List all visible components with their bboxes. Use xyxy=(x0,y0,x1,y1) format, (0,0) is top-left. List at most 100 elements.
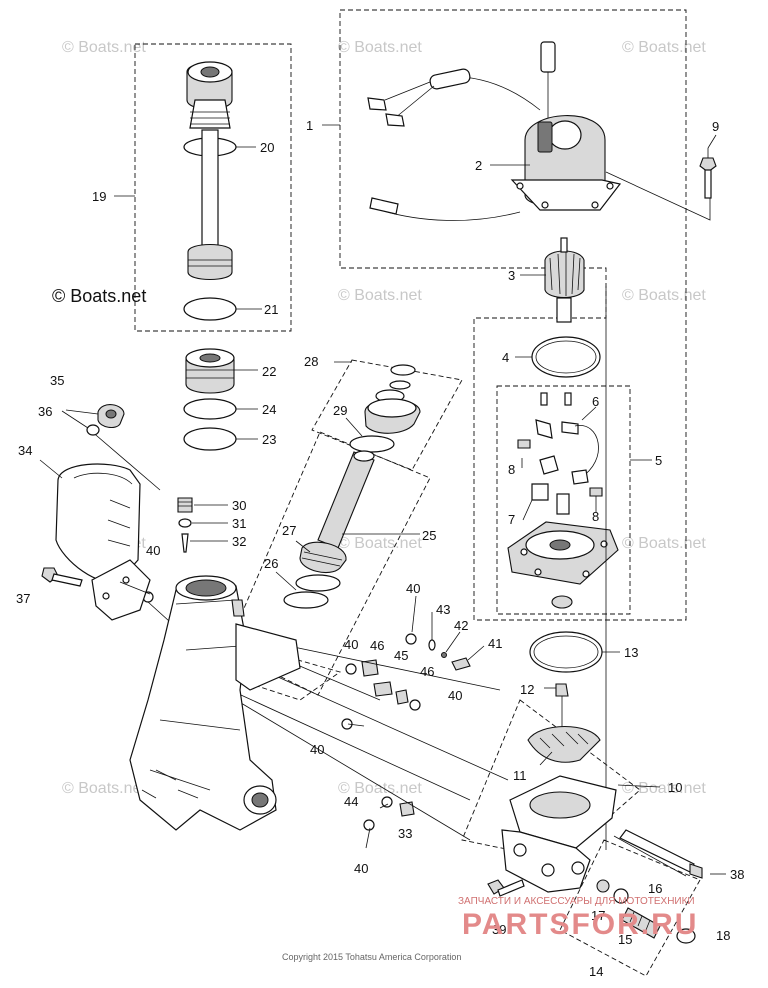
o-ring-27 xyxy=(295,574,341,592)
callout-32: 32 xyxy=(232,534,246,549)
callout-6: 6 xyxy=(592,394,599,409)
group-box-brush xyxy=(496,385,631,615)
o-ring-24 xyxy=(183,398,237,420)
callout-20: 20 xyxy=(260,140,274,155)
callout-12: 12 xyxy=(520,682,534,697)
leader-lines xyxy=(39,124,726,875)
callout-37: 37 xyxy=(16,591,30,606)
callout-40: 40 xyxy=(344,637,358,652)
callout-40: 40 xyxy=(354,861,368,876)
callout-29: 29 xyxy=(333,403,347,418)
o-ring-26 xyxy=(283,591,329,609)
plug-41 xyxy=(451,657,471,671)
group-box-28 xyxy=(311,359,463,471)
ram-rod xyxy=(201,129,219,251)
callout-33: 33 xyxy=(398,826,412,841)
o-ring-23 xyxy=(183,427,237,451)
callout-43: 43 xyxy=(436,602,450,617)
callout-27: 27 xyxy=(282,523,296,538)
ram-piston xyxy=(187,243,233,281)
callout-28: 28 xyxy=(304,354,318,369)
callout-18: 18 xyxy=(716,928,730,943)
watermark: © Boats.net xyxy=(338,39,422,56)
callout-23: 23 xyxy=(262,432,276,447)
callout-40: 40 xyxy=(146,543,160,558)
callout-42: 42 xyxy=(454,618,468,633)
group-box-ram xyxy=(134,43,292,332)
brand-name: PARTSFOR.RU xyxy=(462,908,698,941)
watermark: © Boats.net xyxy=(622,287,706,304)
callout-46: 46 xyxy=(370,638,384,653)
callout-36: 36 xyxy=(38,404,52,419)
callout-38: 38 xyxy=(730,867,744,882)
bolt-38 xyxy=(619,829,695,873)
ram-assembly xyxy=(177,61,237,553)
callout-40: 40 xyxy=(448,688,462,703)
callout-39: 39 xyxy=(492,922,506,937)
spring-30 xyxy=(177,497,193,513)
valve-assemblies xyxy=(283,364,421,609)
motor-flange xyxy=(510,179,622,211)
o-ring-21 xyxy=(183,297,237,321)
brand-logo: ЗАПЧАСТИ И АКСЕССУАРЫ ДЛЯ МОТОТЕХНИКИ PA… xyxy=(458,896,698,941)
callout-45: 45 xyxy=(394,648,408,663)
bolt-9 xyxy=(699,157,717,173)
piston-45 xyxy=(373,681,393,697)
callout-46: 46 xyxy=(420,664,434,679)
plug-33 xyxy=(399,801,415,817)
watermark-group: © Boats.net © Boats.net © Boats.net © Bo… xyxy=(52,39,706,797)
callout-5: 5 xyxy=(655,453,662,468)
watermark: © Boats.net xyxy=(338,287,422,304)
callout-8: 8 xyxy=(592,509,599,524)
watermark-bold: © Boats.net xyxy=(52,286,146,306)
callout-44: 44 xyxy=(344,794,358,809)
callout-34: 34 xyxy=(18,443,32,458)
callout-3: 3 xyxy=(508,268,515,283)
armature xyxy=(544,250,585,299)
small-parts xyxy=(89,429,509,841)
callout-11: 11 xyxy=(513,768,527,783)
left-parts xyxy=(41,404,151,621)
callout-7: 7 xyxy=(508,512,515,527)
valve-15 xyxy=(621,907,661,939)
gear-plate-11 xyxy=(527,725,601,763)
callout-26: 26 xyxy=(264,556,278,571)
callout-30: 30 xyxy=(232,498,246,513)
watermark: © Boats.net xyxy=(338,780,422,797)
callout-2: 2 xyxy=(475,158,482,173)
callout-22: 22 xyxy=(262,364,276,379)
callout-8: 8 xyxy=(508,462,515,477)
callout-25: 25 xyxy=(422,528,436,543)
callout-9: 9 xyxy=(712,119,719,134)
o-ring-29 xyxy=(349,435,395,453)
callout-17: 17 xyxy=(591,908,605,923)
callout-24: 24 xyxy=(262,402,276,417)
o-ring-13 xyxy=(529,631,603,673)
watermark: © Boats.net xyxy=(622,780,706,797)
motor-assembly xyxy=(367,41,717,850)
callout-31: 31 xyxy=(232,516,246,531)
callout-40: 40 xyxy=(310,742,324,757)
cylinder-body xyxy=(129,575,301,831)
watermark: © Boats.net xyxy=(622,535,706,552)
callout-35: 35 xyxy=(50,373,64,388)
watermark: © Boats.net xyxy=(338,535,422,552)
watermark: © Boats.net xyxy=(622,39,706,56)
callout-16: 16 xyxy=(648,881,662,896)
callout-21: 21 xyxy=(264,302,278,317)
callouts: 1 2 3 4 5 6 7 8 8 8 9 10 11 12 13 14 15 … xyxy=(16,118,744,979)
group-box-14 xyxy=(559,839,701,977)
cover-34 xyxy=(55,463,141,583)
o-ring-4 xyxy=(531,336,601,378)
callout-19: 19 xyxy=(92,189,106,204)
callout-10: 10 xyxy=(668,780,682,795)
callout-40: 40 xyxy=(406,581,420,596)
callout-15: 15 xyxy=(618,932,632,947)
watermark: © Boats.net xyxy=(62,780,146,797)
group-box-motor xyxy=(339,9,687,621)
pump-body xyxy=(487,775,703,944)
brand-tagline: ЗАПЧАСТИ И АКСЕССУАРЫ ДЛЯ МОТОТЕХНИКИ xyxy=(458,896,695,907)
callout-41: 41 xyxy=(488,636,502,651)
